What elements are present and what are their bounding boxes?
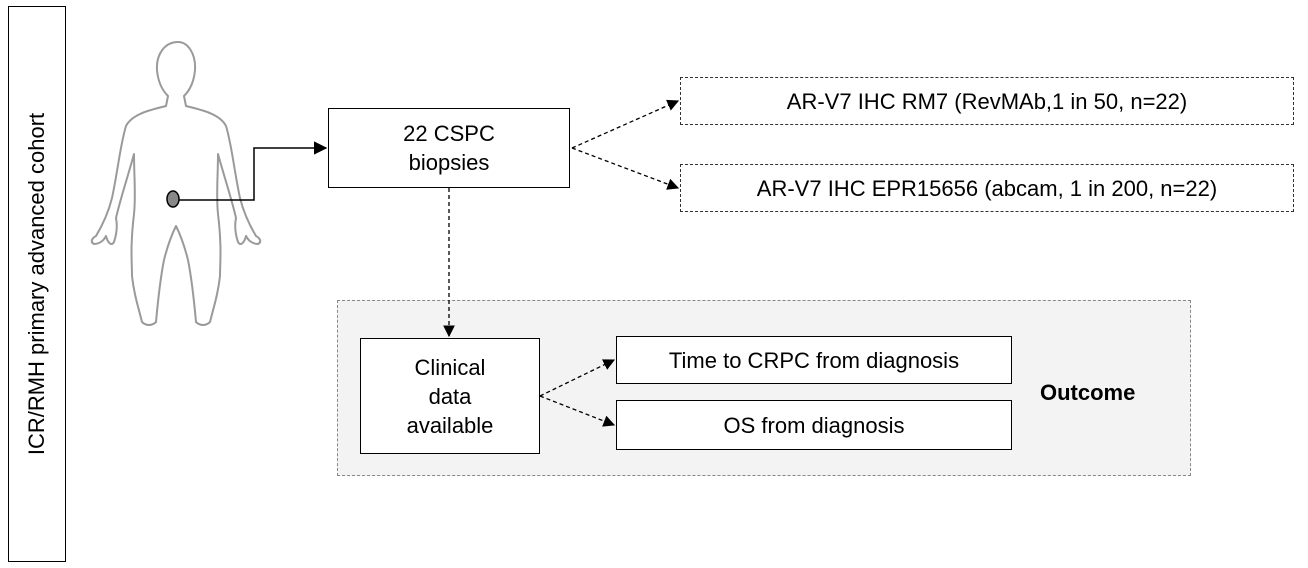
biopsies-box: 22 CSPC biopsies xyxy=(328,108,570,188)
biopsy-site-marker xyxy=(166,190,180,208)
rm7-label: AR-V7 IHC RM7 (RevMAb,1 in 50, n=22) xyxy=(786,88,1188,114)
epr-label: AR-V7 IHC EPR15656 (abcam, 1 in 200, n=2… xyxy=(756,175,1218,201)
crpc-label: Time to CRPC from diagnosis xyxy=(668,347,960,373)
outcome-label: Outcome xyxy=(1040,380,1136,405)
crpc-box: Time to CRPC from diagnosis xyxy=(616,336,1012,384)
os-label: OS from diagnosis xyxy=(723,412,905,438)
clinical-label: Clinical data available xyxy=(406,354,494,438)
arrow-to-os xyxy=(539,395,616,427)
arrow-to-rm7 xyxy=(571,99,680,149)
epr-box: AR-V7 IHC EPR15656 (abcam, 1 in 200, n=2… xyxy=(680,164,1294,212)
clinical-box: Clinical data available xyxy=(360,338,540,454)
human-body-outline-icon xyxy=(90,41,262,326)
os-box: OS from diagnosis xyxy=(616,400,1012,450)
connector-body-to-biopsies xyxy=(166,141,328,208)
arrow-to-epr xyxy=(571,147,680,190)
arrow-to-crpc xyxy=(539,359,616,397)
biopsies-label: 22 CSPC biopsies xyxy=(403,121,495,175)
cohort-side-panel: ICR/RMH primary advanced cohort xyxy=(8,6,66,562)
rm7-box: AR-V7 IHC RM7 (RevMAb,1 in 50, n=22) xyxy=(680,77,1294,125)
